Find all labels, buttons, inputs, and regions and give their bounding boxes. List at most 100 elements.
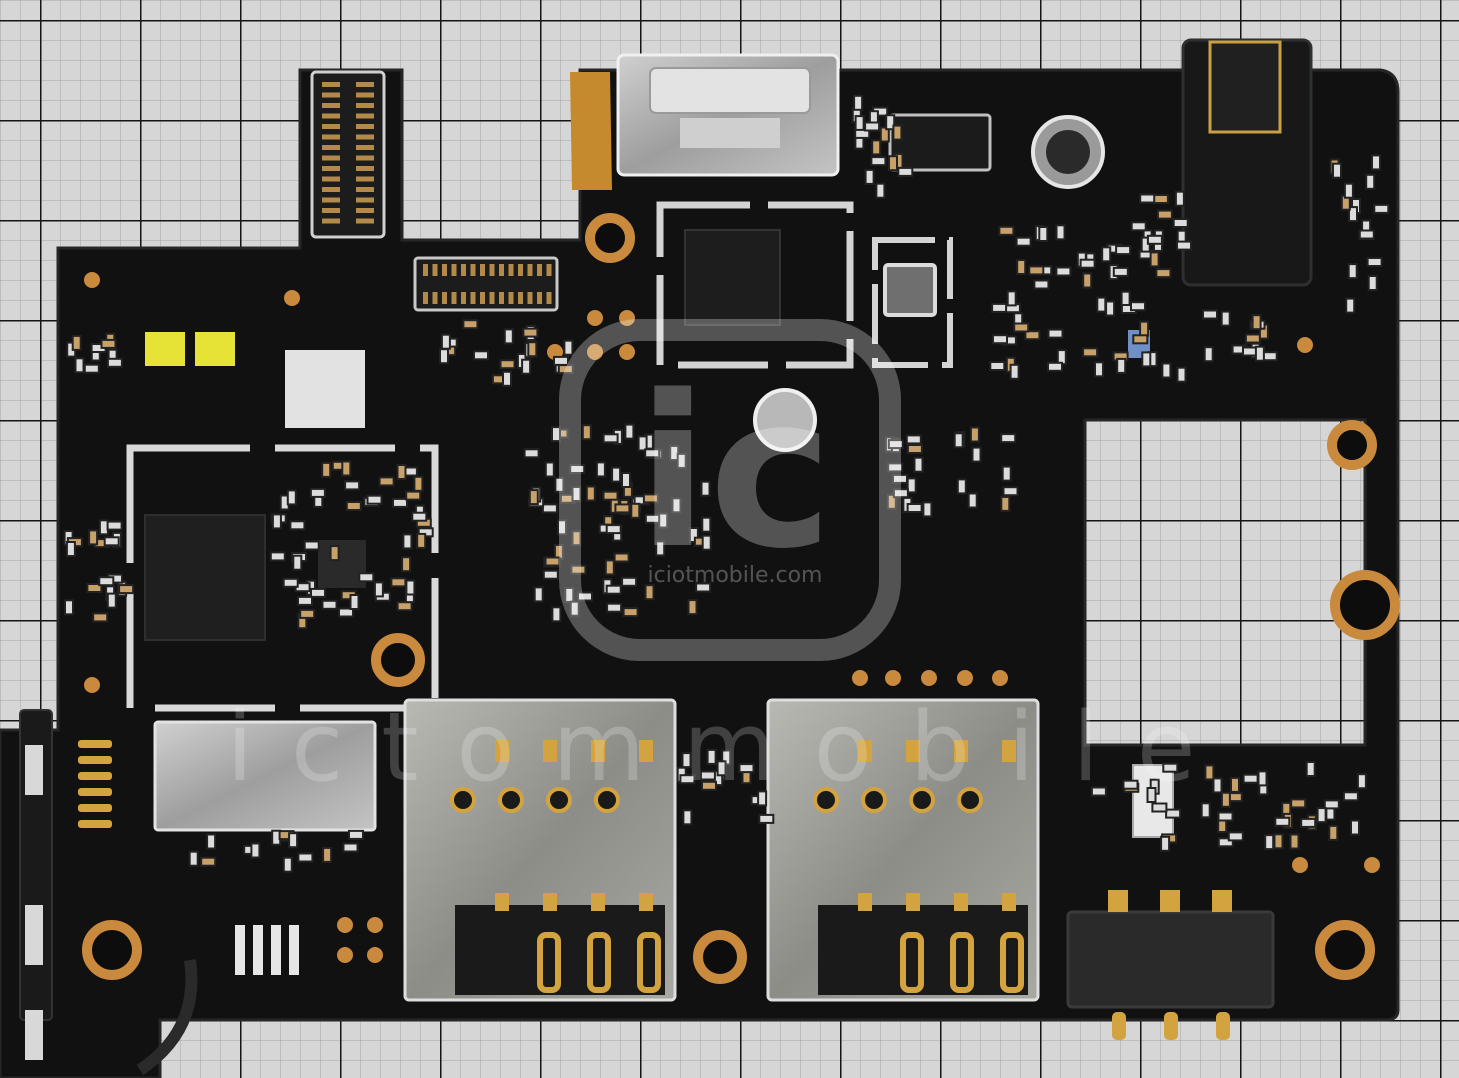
side-button-1 xyxy=(25,745,43,795)
smd-component xyxy=(892,488,909,499)
sim-contact-hole xyxy=(594,787,620,813)
sim-pad xyxy=(954,740,968,762)
smd-component xyxy=(699,770,716,781)
sim-pad xyxy=(639,740,653,762)
smd-component xyxy=(1132,334,1149,345)
connector-pin xyxy=(322,113,340,119)
smd-component xyxy=(1139,193,1156,204)
smd-component xyxy=(700,480,711,497)
smd-component xyxy=(886,493,897,510)
spring-contact xyxy=(78,772,112,780)
smd-component xyxy=(303,540,320,551)
spring-contact xyxy=(78,820,112,828)
connector-pin xyxy=(356,208,374,213)
smd-component xyxy=(1162,762,1179,773)
smd-component xyxy=(642,493,659,504)
smd-component xyxy=(541,503,558,514)
smd-component xyxy=(1230,776,1240,793)
copper-test-pad xyxy=(619,310,635,326)
smd-component xyxy=(1305,761,1316,777)
connector-pin xyxy=(322,103,340,108)
smd-component xyxy=(1343,182,1354,199)
smd-component xyxy=(206,833,217,850)
smd-component xyxy=(271,513,282,530)
copper-mounting-hole xyxy=(1315,920,1375,980)
sim-contact-hole xyxy=(909,787,935,813)
smd-component xyxy=(1000,433,1017,444)
copper-test-pad xyxy=(367,947,383,963)
smd-component xyxy=(373,581,384,598)
smd-component xyxy=(396,601,413,612)
connector-pin xyxy=(322,166,340,171)
usb-port-opening xyxy=(649,67,811,114)
smd-component xyxy=(644,448,661,459)
connector-pin xyxy=(322,197,340,203)
connector-pin xyxy=(356,113,374,119)
copper-test-pad xyxy=(992,670,1008,686)
smd-component xyxy=(622,607,639,618)
smd-component xyxy=(595,461,606,478)
smd-component xyxy=(906,477,917,494)
sim-pad xyxy=(639,893,653,911)
smd-component xyxy=(396,464,407,480)
mounting-holes xyxy=(82,213,1400,984)
smd-component xyxy=(250,842,261,859)
connector-pin xyxy=(356,124,374,129)
smd-component xyxy=(571,486,582,502)
smd-component xyxy=(1172,218,1189,228)
smd-component xyxy=(897,166,914,177)
smd-component xyxy=(74,357,85,374)
connector-pin xyxy=(322,134,340,140)
smd-component xyxy=(292,554,303,571)
smd-component xyxy=(1013,322,1030,333)
smd-component xyxy=(528,489,539,506)
smd-component xyxy=(701,516,712,533)
smd-component xyxy=(1367,275,1378,291)
smd-component xyxy=(679,774,696,785)
battery-pin xyxy=(1216,1012,1230,1040)
copper-mounting-hole xyxy=(82,920,142,980)
smd-component xyxy=(1115,245,1132,256)
smd-component xyxy=(971,446,982,463)
smd-component xyxy=(1365,173,1376,190)
antenna-pad xyxy=(235,925,245,975)
smd-component xyxy=(1227,831,1244,842)
smd-component xyxy=(1146,787,1157,803)
smd-component xyxy=(1047,328,1064,339)
connector-pin xyxy=(322,82,340,87)
smd-component xyxy=(542,569,559,580)
smd-component xyxy=(887,462,904,473)
smd-component xyxy=(289,520,306,531)
smd-component xyxy=(621,576,638,587)
smd-component xyxy=(604,559,615,576)
connector-pin xyxy=(322,124,340,129)
smd-component xyxy=(1155,268,1172,279)
smd-component xyxy=(969,426,980,443)
sim-spring xyxy=(900,932,924,993)
smd-component xyxy=(1350,819,1360,836)
connector-pin xyxy=(356,92,374,98)
smd-component xyxy=(544,556,561,567)
connector-pin xyxy=(356,145,374,150)
connector-pin xyxy=(432,264,438,276)
microphone-hole xyxy=(1046,130,1090,174)
copper-test-pad xyxy=(284,290,300,306)
smd-component xyxy=(967,492,978,509)
smd-component xyxy=(499,359,516,370)
smd-components xyxy=(63,94,1390,873)
copper-test-pad xyxy=(1364,857,1380,873)
connector-pin xyxy=(322,145,340,150)
smd-component xyxy=(676,452,687,469)
smd-component xyxy=(585,485,596,502)
smd-component xyxy=(321,599,338,610)
smd-component xyxy=(913,456,924,473)
spring-contact xyxy=(78,804,112,812)
smd-component xyxy=(341,460,352,477)
smd-component xyxy=(613,552,630,563)
smd-component xyxy=(1176,240,1192,251)
smd-component xyxy=(581,424,592,441)
smd-component xyxy=(553,355,569,366)
smd-component xyxy=(563,339,574,356)
smd-component xyxy=(1176,366,1187,383)
smd-component xyxy=(905,434,922,445)
